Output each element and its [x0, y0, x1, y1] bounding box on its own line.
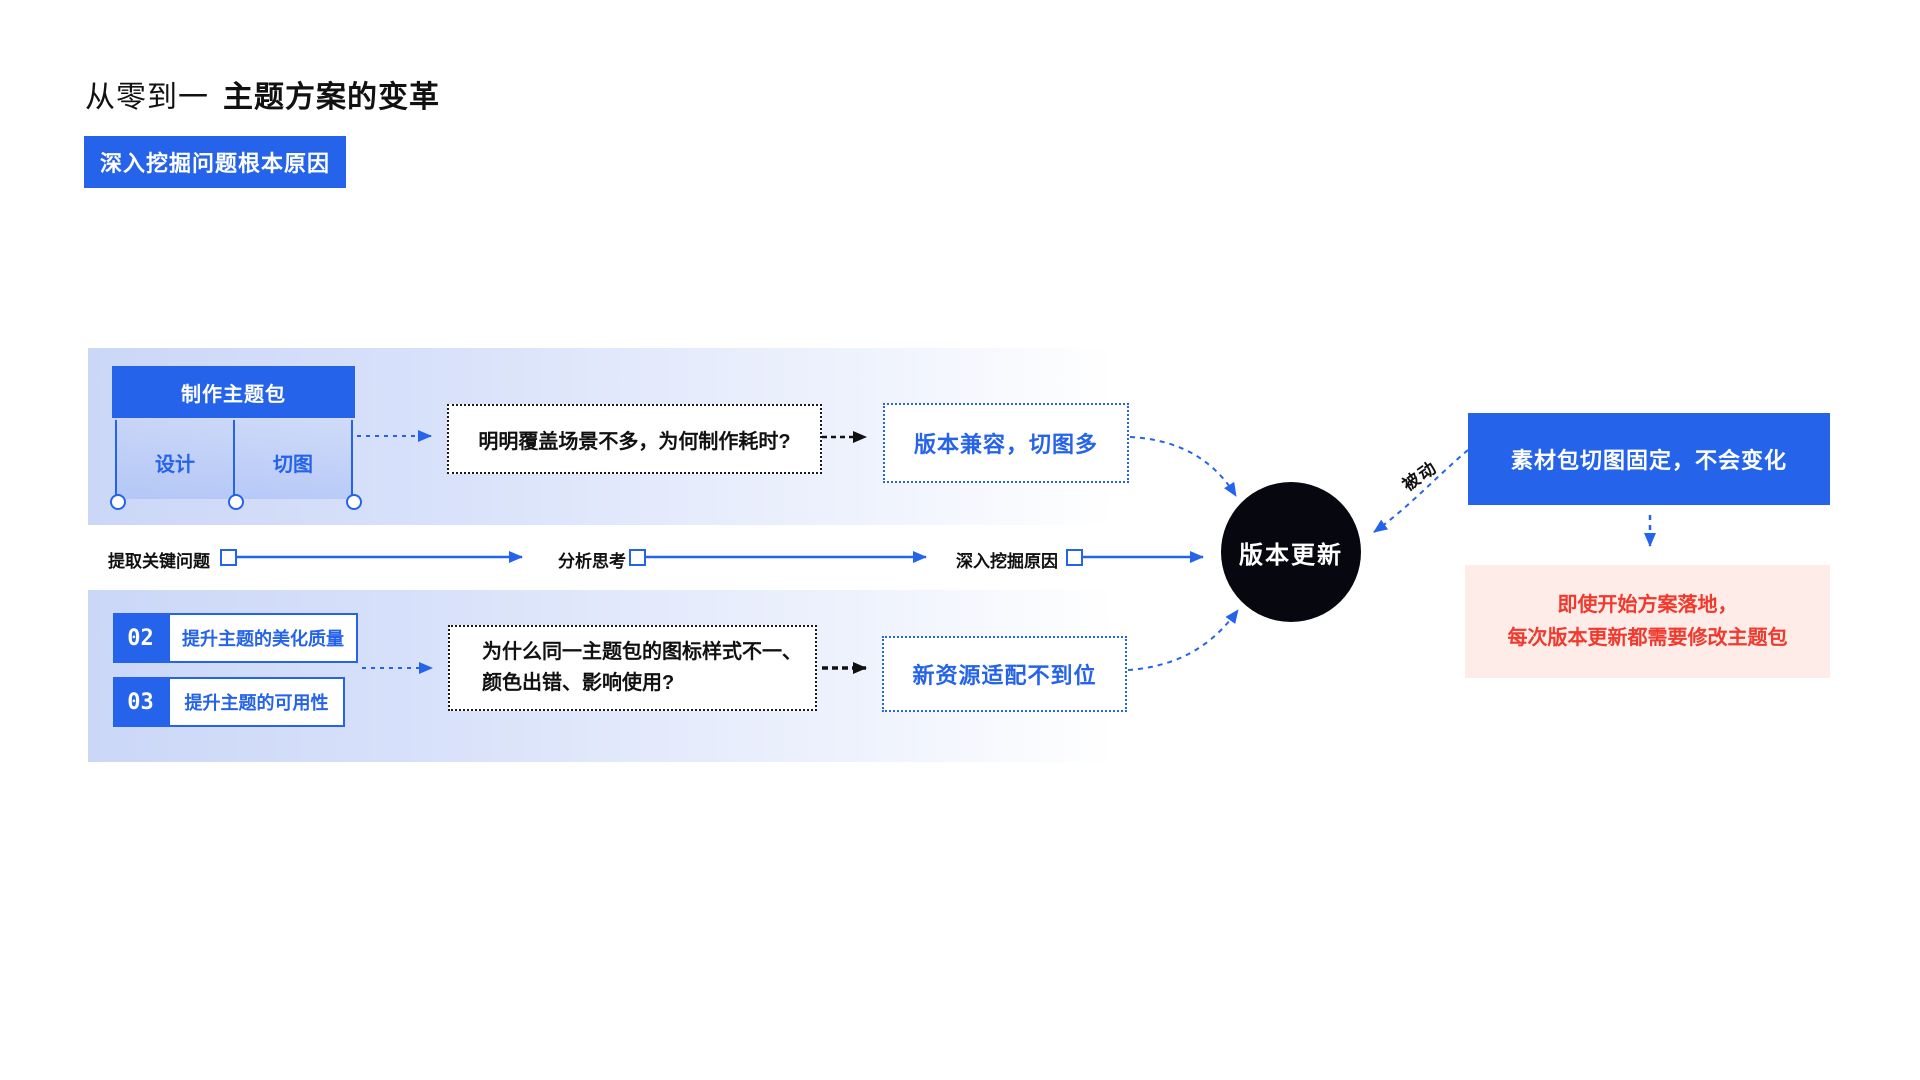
- bracket-line: [115, 420, 117, 496]
- timeline-step-3: 深入挖掘原因: [956, 552, 1058, 571]
- hub-version-update: 版本更新: [1221, 482, 1361, 622]
- question-line-2: 颜色出错、影响使用?: [482, 672, 675, 694]
- bracket-dot-icon: [110, 494, 126, 510]
- bracket-dot-icon: [346, 494, 362, 510]
- bracket-line: [233, 420, 235, 496]
- item-label-usability: 提升主题的可用性: [168, 677, 345, 727]
- timeline-step-1: 提取关键问题: [108, 552, 210, 571]
- timeline-marker-icon: [1066, 549, 1083, 566]
- section-badge: 深入挖掘问题根本原因: [84, 136, 346, 188]
- item-number-chip: 03: [113, 677, 168, 727]
- insight-box-top: 版本兼容，切图多: [883, 403, 1129, 483]
- question-box-bottom: 为什么同一主题包的图标样式不一、 颜色出错、影响使用?: [448, 625, 817, 711]
- page-title-main: 主题方案的变革: [223, 81, 440, 114]
- timeline-marker-icon: [629, 549, 646, 566]
- insight-box-bottom: 新资源适配不到位: [882, 636, 1127, 712]
- question-box-top: 明明覆盖场景不多，为何制作耗时?: [447, 404, 822, 474]
- question-line-1: 为什么同一主题包的图标样式不一、: [482, 641, 802, 663]
- page-title-prefix: 从零到一: [85, 81, 209, 114]
- timeline-step-2: 分析思考: [558, 552, 626, 571]
- sub-item-slicing: 切图: [273, 454, 313, 476]
- bracket-line: [351, 420, 353, 496]
- passive-arrow-label: 被动: [1399, 457, 1442, 495]
- page-title: 从零到一主题方案的变革: [85, 72, 440, 116]
- consequence-box: 即使开始方案落地， 每次版本更新都需要修改主题包: [1465, 565, 1830, 678]
- cause-box: 素材包切图固定，不会变化: [1468, 413, 1830, 505]
- consequence-line-1: 即使开始方案落地，: [1557, 593, 1738, 616]
- item-label-beautify: 提升主题的美化质量: [168, 613, 358, 663]
- sub-item-design: 设计: [155, 454, 195, 476]
- bracket-dot-icon: [228, 494, 244, 510]
- theme-package-box: 制作主题包: [112, 366, 355, 418]
- item-number-chip: 02: [113, 613, 168, 663]
- consequence-line-2: 每次版本更新都需要修改主题包: [1507, 626, 1788, 649]
- timeline-marker-icon: [220, 549, 237, 566]
